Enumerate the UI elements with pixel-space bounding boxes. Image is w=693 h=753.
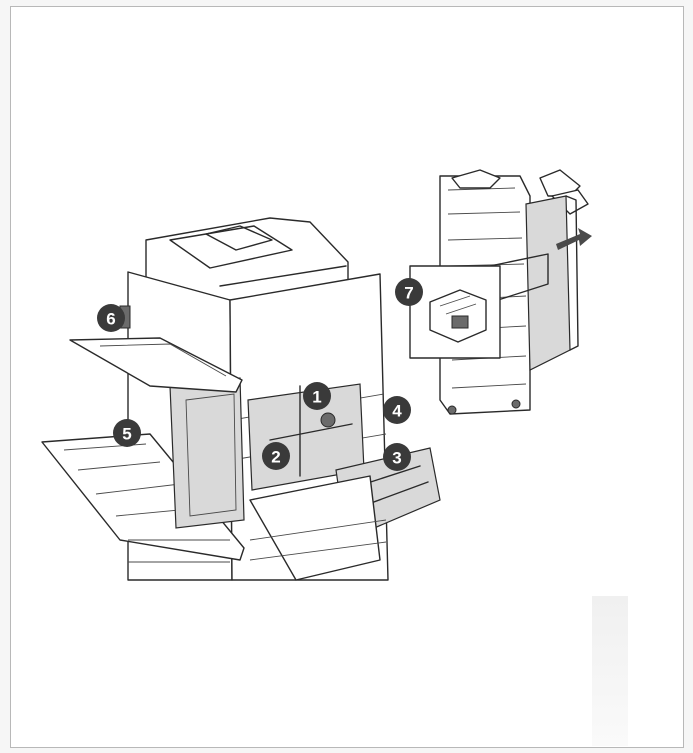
callout-6: 6	[97, 304, 125, 332]
svg-text:4: 4	[392, 402, 402, 421]
scan-artifact	[592, 596, 628, 746]
svg-text:6: 6	[106, 310, 115, 329]
callout-2: 2	[262, 442, 290, 470]
svg-text:7: 7	[404, 284, 413, 303]
svg-text:5: 5	[122, 425, 131, 444]
svg-text:1: 1	[312, 388, 321, 407]
printer-body	[42, 218, 440, 580]
callout-5: 5	[113, 419, 141, 447]
callout-4: 4	[383, 396, 411, 424]
callout-7: 7	[395, 278, 423, 306]
callout-3: 3	[383, 443, 411, 471]
callout-1: 1	[303, 382, 331, 410]
svg-text:3: 3	[392, 449, 401, 468]
svg-text:2: 2	[271, 448, 280, 467]
